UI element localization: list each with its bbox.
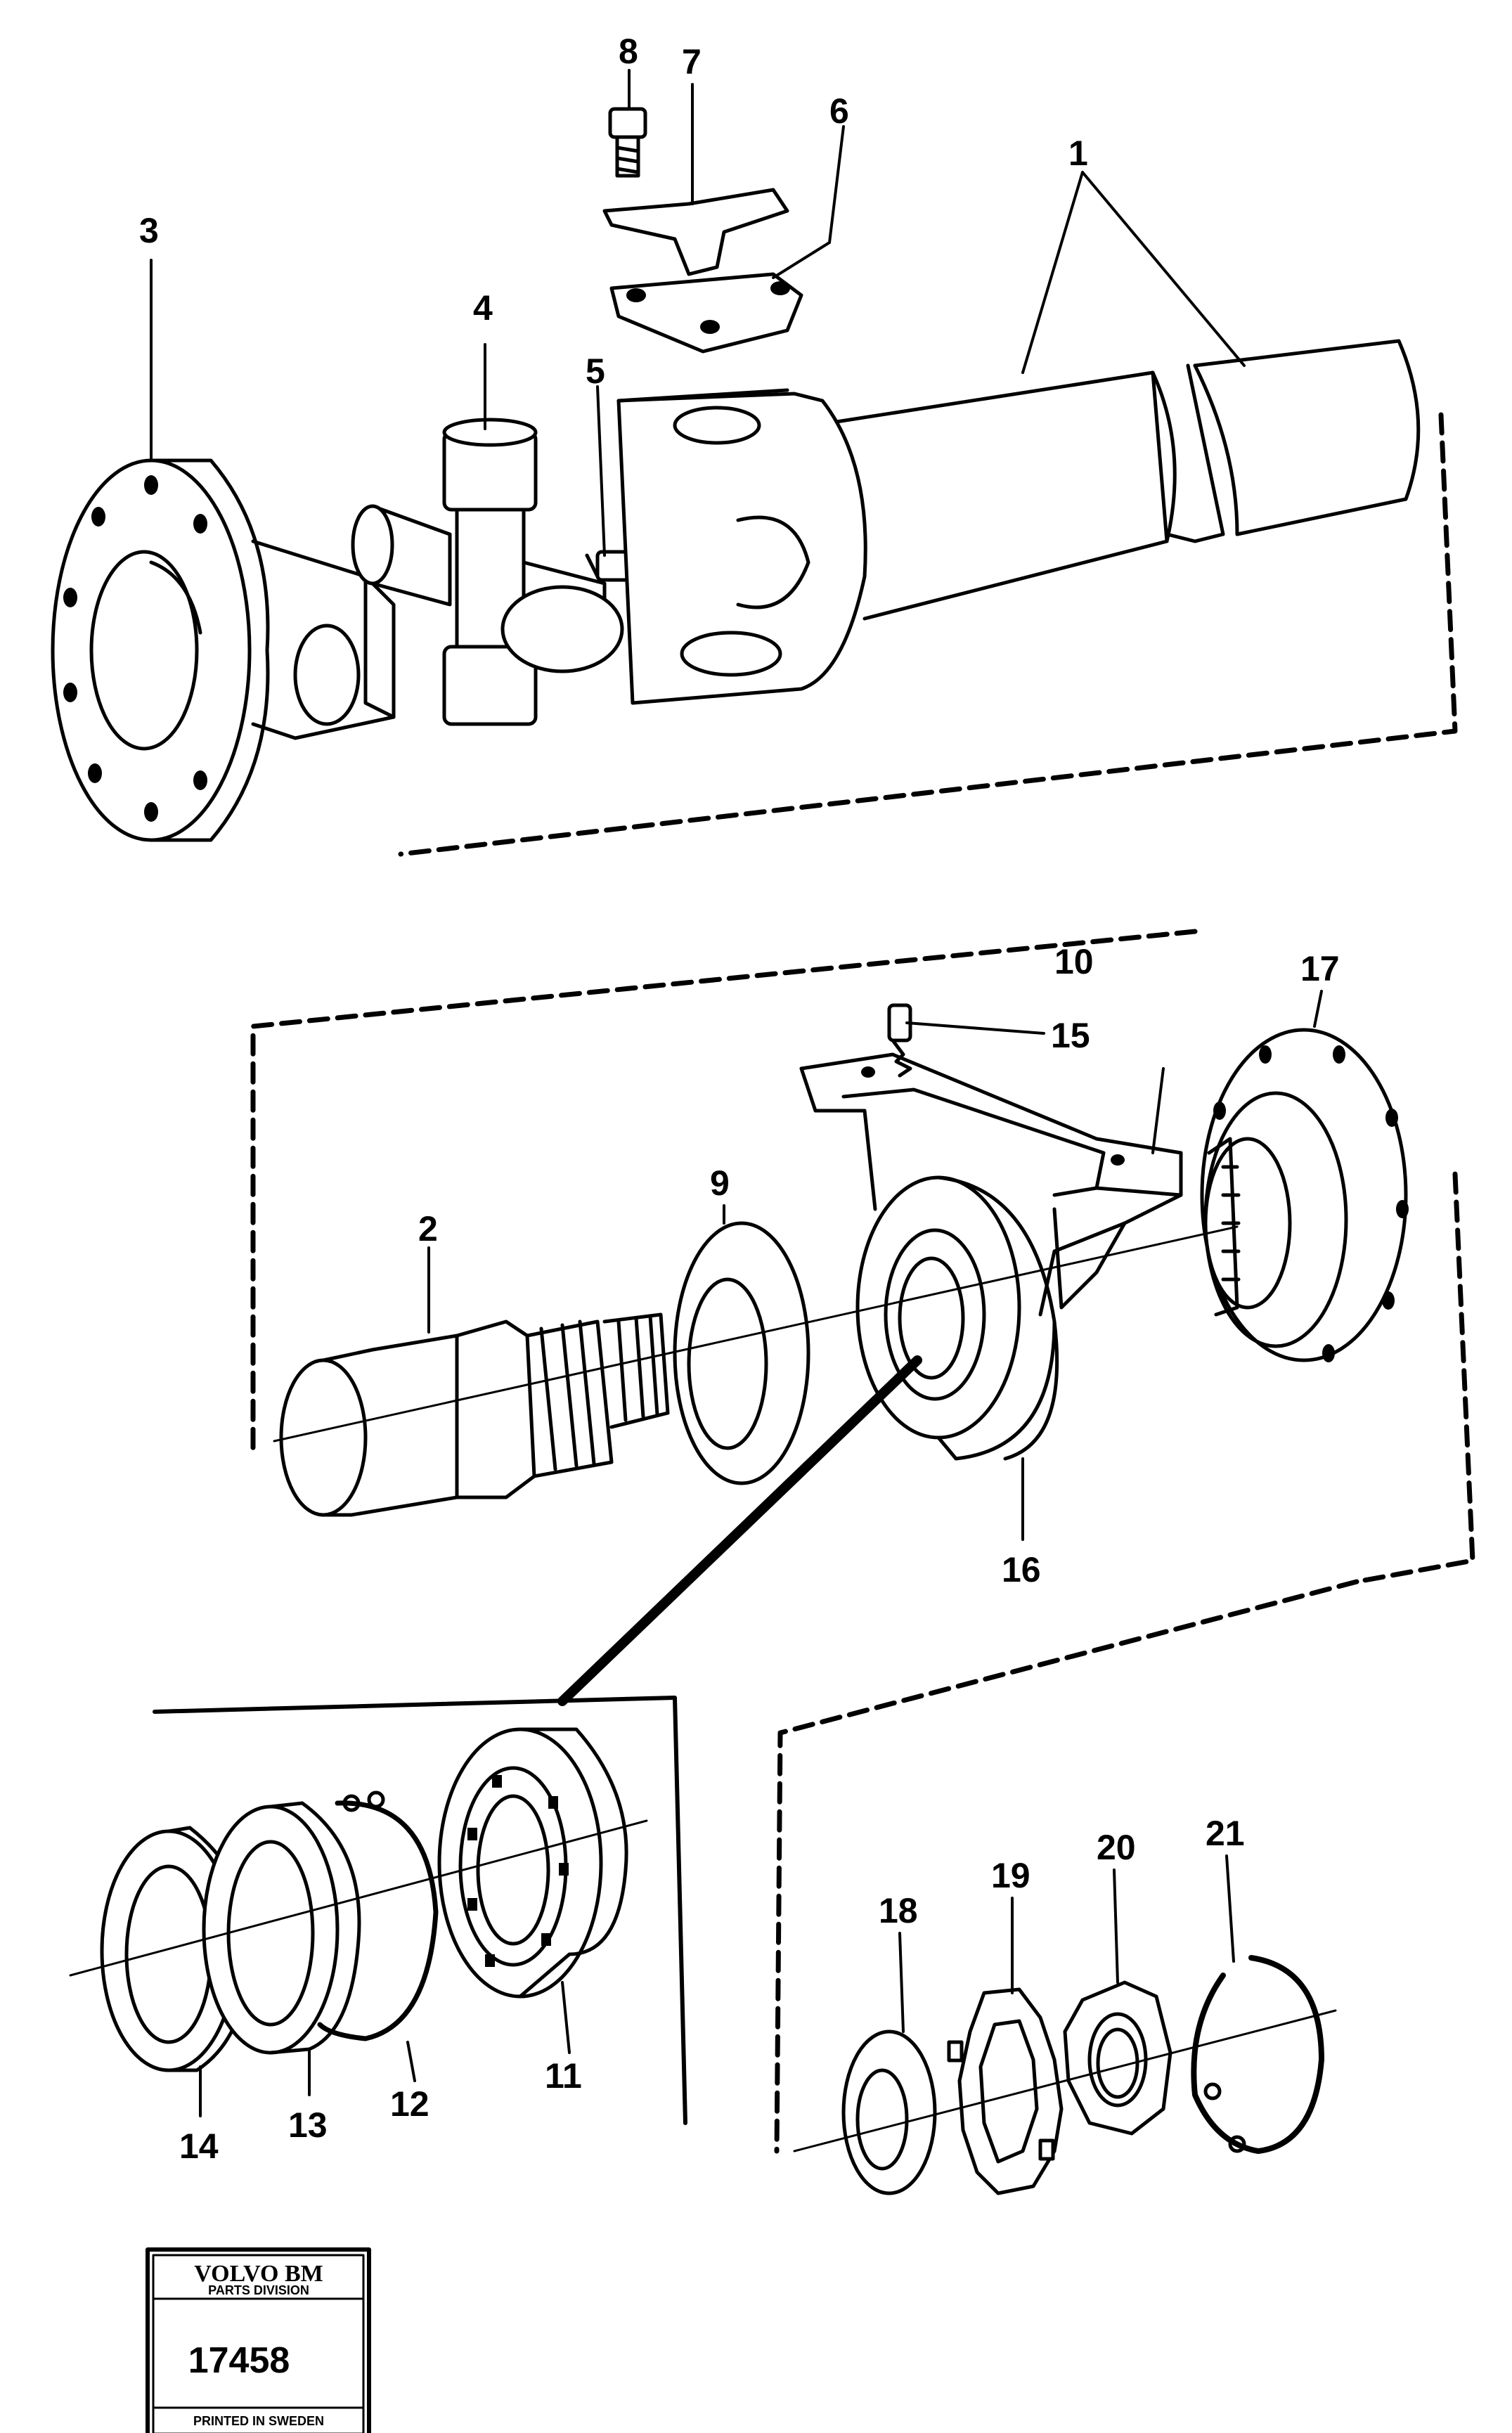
grease-nipple-part-15: [887, 1003, 912, 1078]
dashed-boundary-top: [398, 412, 1458, 857]
shaft-tube-part-1: [616, 339, 1421, 705]
callout-16: 16: [1002, 1550, 1041, 1589]
bearing-housing-part-16: [855, 1175, 1059, 1461]
callout-labels: 1 2 3 4 5 6 7 8 9 10 11 12 13 14 15 16 1…: [139, 32, 1340, 2166]
bearing-ring-part-13: [202, 1801, 361, 2055]
washer-part-18: [841, 2029, 937, 2195]
lock-washer-part-19: [947, 1987, 1064, 2195]
callout-15: 15: [1051, 1016, 1090, 1055]
circlip-part-12: [317, 1790, 439, 2041]
callout-21: 21: [1206, 1814, 1245, 1853]
dashed-boundary-middle: [250, 929, 1198, 1451]
detail-box-outline: [153, 1696, 687, 2125]
callout-19: 19: [991, 1856, 1030, 1895]
stamp-number: 17458: [188, 2340, 290, 2381]
retaining-ring-part-21: [1191, 1955, 1324, 2154]
callout-11: 11: [545, 2056, 582, 2096]
stamp-division: PARTS DIVISION: [208, 2283, 309, 2297]
gasket-part-6: [609, 272, 803, 354]
bolt-part-8: [608, 107, 647, 178]
callout-13: 13: [288, 2105, 328, 2145]
callout-10: 10: [1054, 942, 1094, 981]
universal-joint-part-4: [351, 418, 624, 726]
seal-ring-part-9: [673, 1221, 810, 1485]
callout-7: 7: [682, 42, 702, 82]
callout-8: 8: [619, 32, 638, 71]
dashed-boundary-bottom: [774, 1579, 1359, 2154]
callout-4: 4: [473, 288, 493, 328]
callout-18: 18: [879, 1891, 918, 1930]
flange-yoke-part-3: [51, 458, 396, 842]
support-bracket-part-10: [799, 1052, 1183, 1317]
detail-leader-line: [557, 1355, 922, 1706]
callout-6: 6: [829, 91, 849, 131]
callout-1: 1: [1068, 134, 1088, 173]
callout-12: 12: [390, 2084, 429, 2124]
stamp-brand: VOLVO BM: [194, 2261, 323, 2287]
splined-shaft-part-2: [279, 1312, 670, 1517]
ball-bearing-part-11: [437, 1727, 628, 1999]
leader-lines: [150, 69, 1323, 2117]
callout-9: 9: [710, 1163, 730, 1203]
volvo-bm-parts-stamp: VOLVO BM PARTS DIVISION 17458 PRINTED IN…: [146, 2247, 371, 2433]
callout-3: 3: [139, 211, 159, 250]
locking-plate-part-7: [602, 188, 789, 276]
callout-20: 20: [1097, 1828, 1136, 1867]
callout-17: 17: [1300, 949, 1340, 988]
stamp-printed: PRINTED IN SWEDEN: [193, 2414, 324, 2428]
output-flange-part-17: [1200, 1028, 1409, 1362]
callout-2: 2: [418, 1209, 438, 1248]
callout-14: 14: [179, 2127, 219, 2166]
callout-5: 5: [586, 351, 605, 391]
